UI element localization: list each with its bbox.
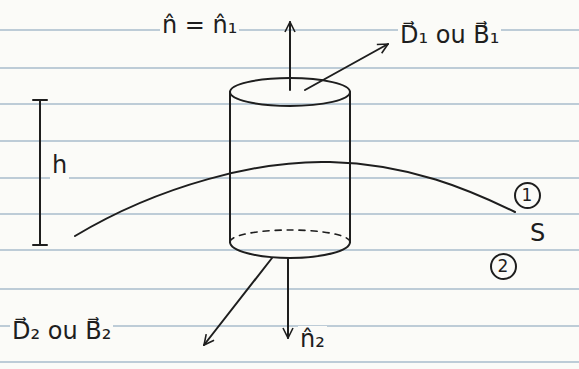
region-number: 2: [490, 253, 517, 280]
cylinder-bottom: [230, 242, 350, 258]
height-tick: [33, 244, 47, 246]
region-number-text: 2: [498, 258, 509, 275]
region-number-text: 1: [522, 187, 533, 204]
normal-label: n̂ = n̂₁: [160, 12, 239, 40]
cylinder-side: [349, 92, 351, 242]
cylinder-bottom-hidden: [230, 230, 350, 242]
field-arrow: [305, 44, 388, 90]
normal-arrow: [287, 258, 289, 338]
surface-curve: [75, 162, 515, 236]
normal-label: n̂₂: [298, 326, 327, 354]
surface-label: S: [528, 220, 547, 248]
height-bracket: [39, 100, 41, 245]
region-number: 1: [514, 182, 541, 209]
normal-arrow: [289, 22, 291, 90]
height-tick: [33, 99, 47, 101]
field-arrow: [204, 258, 272, 345]
field-label: D⃗₂ ou B⃗₂: [10, 318, 113, 346]
cylinder-side: [229, 92, 231, 242]
field-label: D⃗₁ ou B⃗₁: [398, 22, 501, 50]
height-label: h: [50, 152, 69, 180]
